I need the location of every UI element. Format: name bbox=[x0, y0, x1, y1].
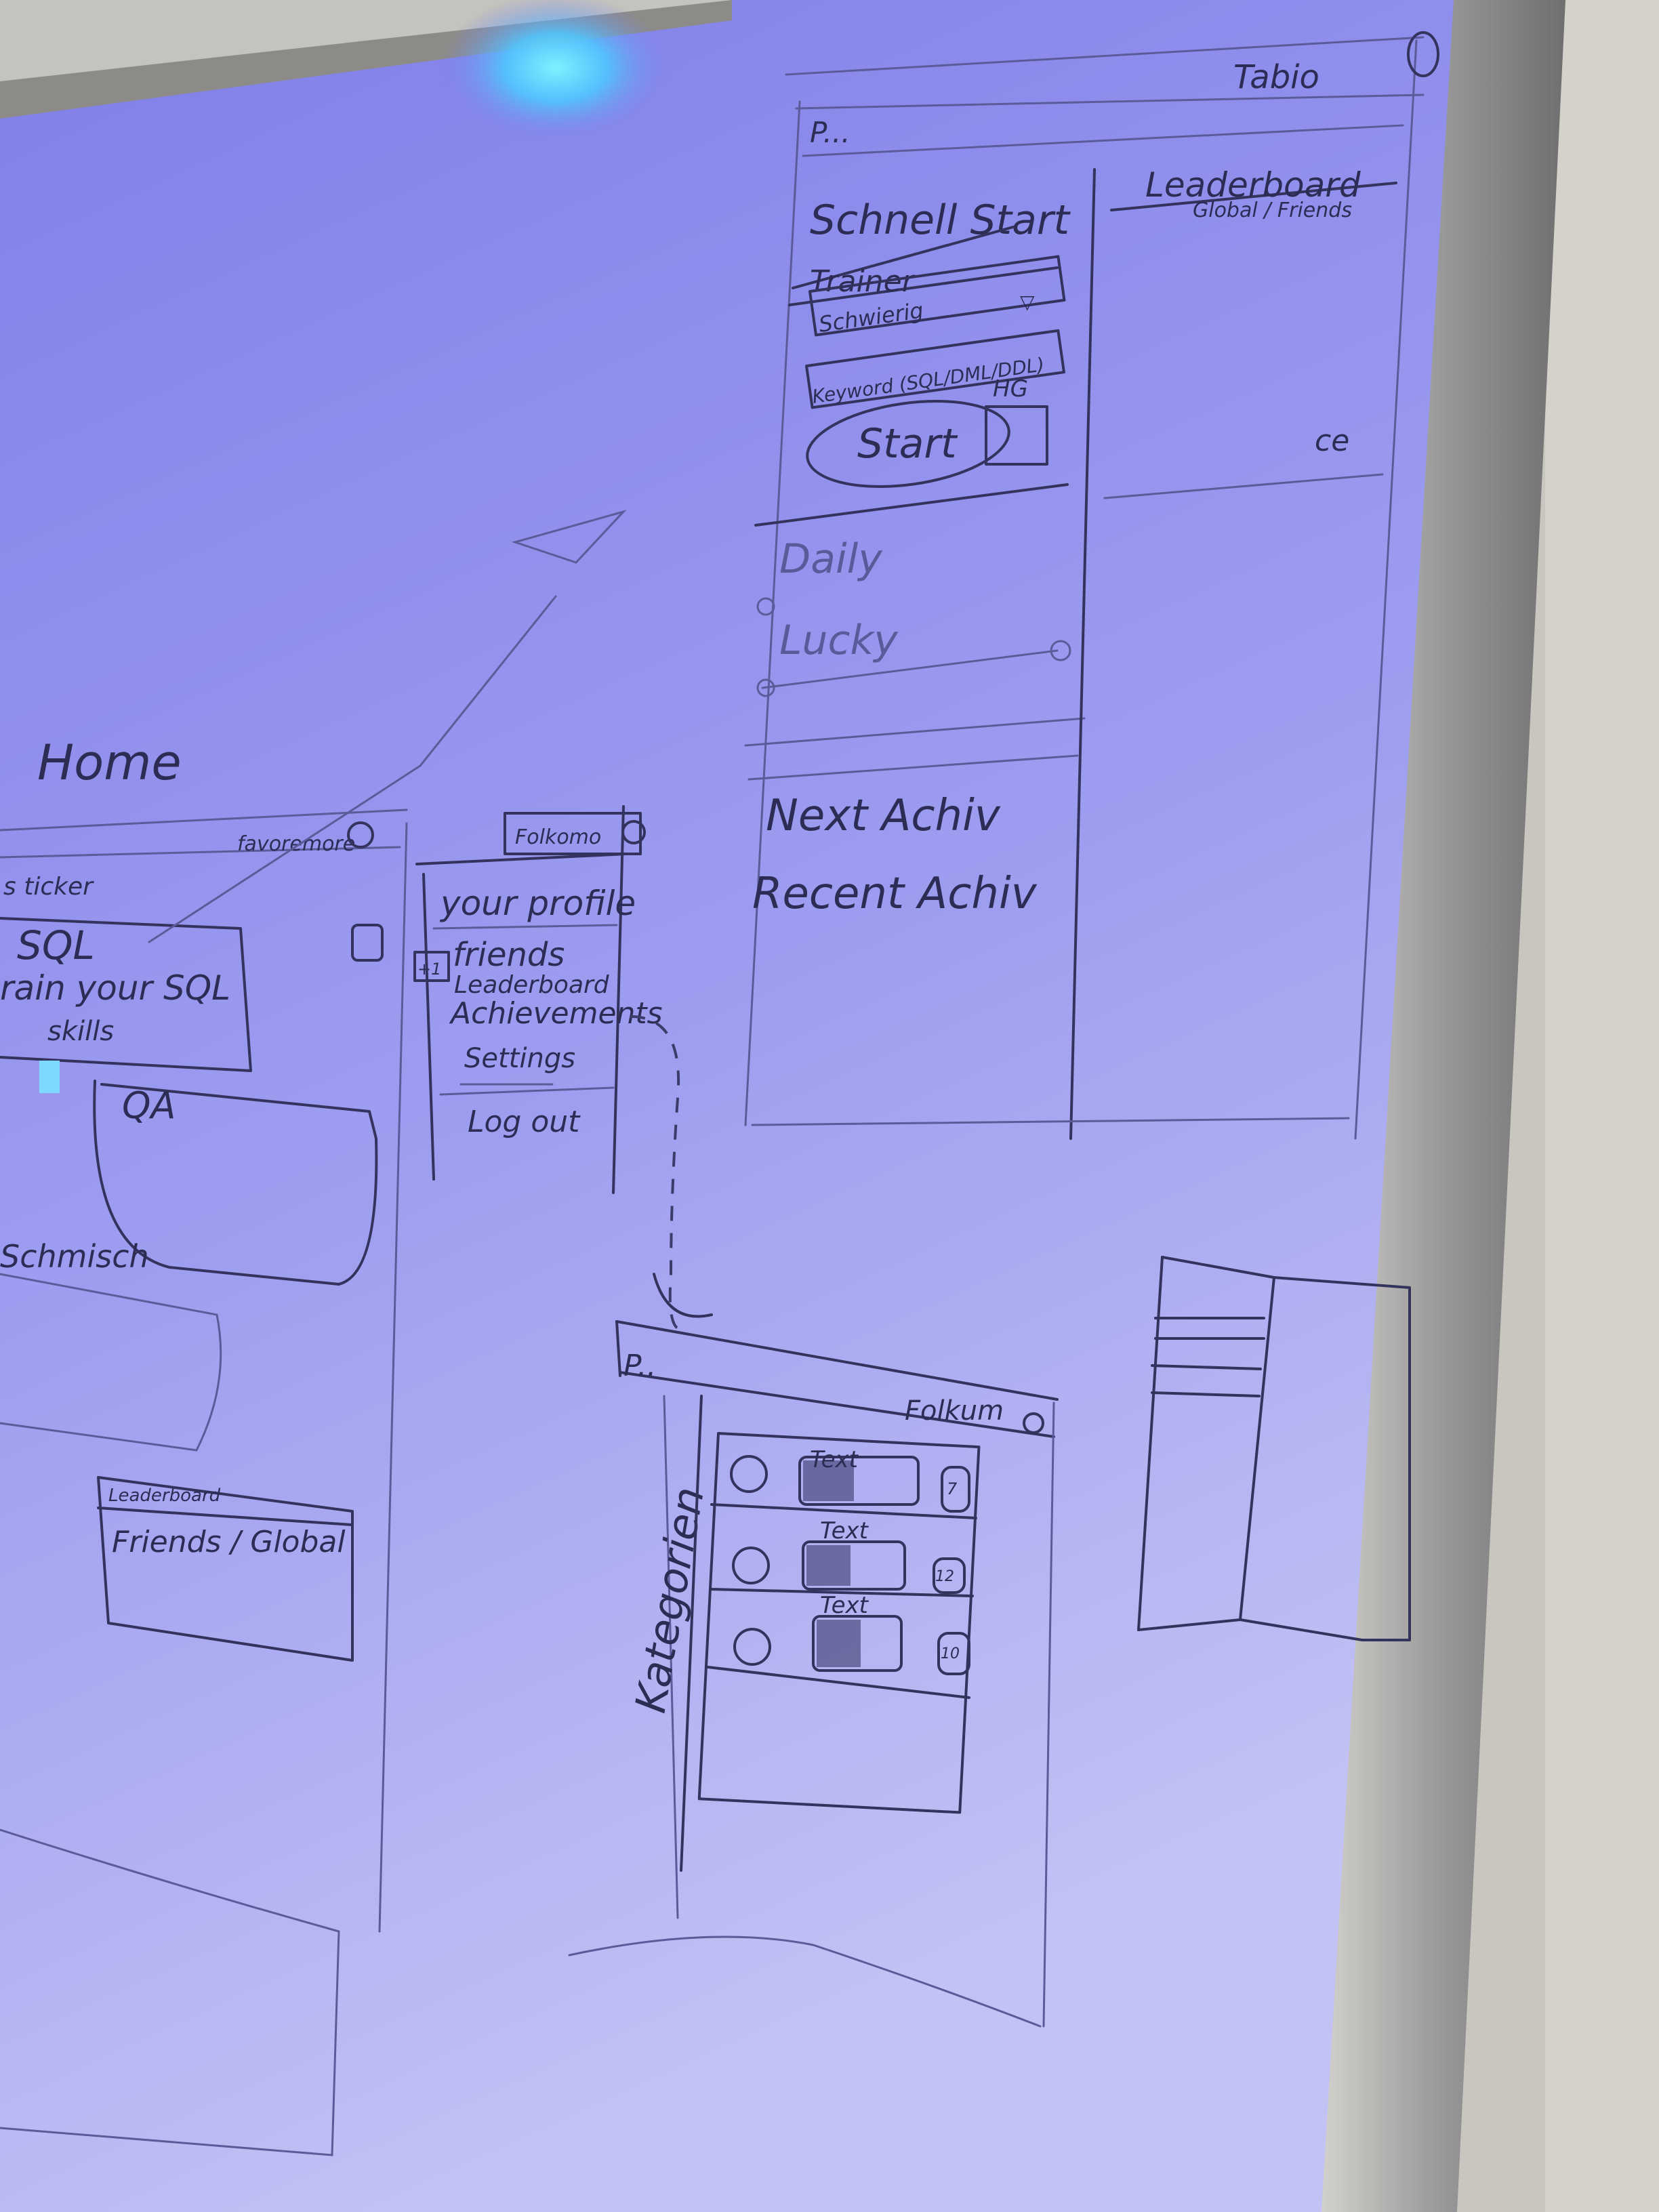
training-daily-label: Daily bbox=[779, 535, 883, 583]
training-lucky-slider-start bbox=[756, 678, 775, 697]
chevron-down-icon: ▽ bbox=[1020, 291, 1035, 313]
home-header-right: favoremore bbox=[237, 832, 355, 856]
category-text: Text bbox=[810, 1446, 859, 1473]
menu-line bbox=[1151, 1364, 1262, 1370]
category-icon bbox=[732, 1547, 770, 1584]
training-header-left: P... bbox=[810, 116, 851, 149]
menu-sketch: Folkomo your profile +1 friends Leaderbo… bbox=[413, 805, 713, 1330]
training-avatar-icon bbox=[1407, 31, 1439, 77]
category-progress-fill bbox=[806, 1545, 851, 1586]
category-icon bbox=[730, 1455, 768, 1493]
menu-header-box bbox=[504, 812, 642, 855]
home-alert-icon bbox=[351, 924, 384, 962]
menu-item-logout[interactable]: Log out bbox=[468, 1105, 581, 1139]
training-leaderboard-sub: Global / Friends bbox=[1193, 199, 1352, 222]
home-screen-sketch: Home favoremore s ticker SQL rain your S… bbox=[0, 510, 627, 2156]
categories-list bbox=[697, 1432, 981, 1814]
category-row[interactable]: Text 10 bbox=[707, 1592, 970, 1699]
training-next-achievement: Next Achiv bbox=[766, 791, 1001, 841]
category-badge: 10 bbox=[941, 1645, 960, 1662]
lamp-reflection bbox=[441, 0, 671, 142]
menu-header: Folkomo bbox=[515, 825, 601, 849]
home-badge-icon bbox=[347, 821, 374, 848]
training-daily-dot bbox=[756, 597, 775, 616]
category-icon bbox=[733, 1628, 771, 1666]
training-hg-label: HG bbox=[993, 375, 1028, 403]
menu-item-leaderboard[interactable]: Leaderboard bbox=[454, 971, 610, 999]
categories-header-left: P.. bbox=[623, 1349, 656, 1383]
category-text: Text bbox=[820, 1592, 869, 1619]
categories-avatar-icon bbox=[1023, 1412, 1044, 1434]
menu-line bbox=[1151, 1391, 1261, 1397]
home-card1-line2: rain your SQL bbox=[0, 968, 230, 1008]
menu-item-settings[interactable]: Settings bbox=[464, 1043, 575, 1074]
wall-light bbox=[1545, 0, 1659, 2212]
category-progress-fill bbox=[817, 1620, 861, 1667]
category-progress bbox=[802, 1540, 906, 1591]
board-surface bbox=[0, 0, 1454, 2212]
training-screen-sketch: P... Tabio Schnell Start Trainer Schwier… bbox=[744, 31, 1439, 1140]
category-badge-box bbox=[933, 1557, 966, 1594]
training-trainer-label: Trainer bbox=[810, 264, 916, 299]
menu-item-profile[interactable]: your profile bbox=[439, 884, 636, 923]
training-side-mark: ce bbox=[1315, 424, 1349, 458]
training-section-title: Schnell Start bbox=[810, 197, 1071, 244]
training-start-label: Start bbox=[857, 420, 958, 468]
category-row[interactable]: Text 12 bbox=[710, 1517, 974, 1597]
menu-plus-badge-box bbox=[413, 951, 450, 982]
category-badge-box bbox=[941, 1466, 970, 1513]
category-progress-fill bbox=[803, 1460, 854, 1501]
category-progress bbox=[798, 1456, 920, 1506]
home-title: Home bbox=[37, 734, 182, 791]
training-leaderboard-title: Leaderboard bbox=[1145, 165, 1361, 205]
board-frame bbox=[1308, 0, 1565, 2212]
training-lucky-label: Lucky bbox=[779, 617, 899, 664]
training-start-button[interactable] bbox=[802, 390, 1015, 499]
training-header-right: Tabio bbox=[1233, 58, 1319, 96]
category-row[interactable]: Text 7 bbox=[710, 1446, 977, 1519]
training-lucky-slider-handle[interactable] bbox=[1050, 640, 1071, 661]
home-leaderboard-title: Leaderboard bbox=[108, 1486, 221, 1506]
training-difficulty-field[interactable] bbox=[808, 255, 1066, 337]
home-card1-line1: SQL bbox=[17, 922, 95, 968]
category-badge: 7 bbox=[947, 1479, 958, 1498]
home-card2-label: QA bbox=[122, 1084, 176, 1127]
training-keyword-field[interactable] bbox=[805, 329, 1065, 409]
category-text: Text bbox=[820, 1517, 869, 1544]
category-badge: 12 bbox=[935, 1568, 954, 1585]
category-badge-box bbox=[937, 1632, 970, 1675]
home-leaderboard-body: Friends / Global bbox=[112, 1525, 346, 1559]
training-refresh-icon[interactable] bbox=[985, 405, 1048, 466]
menu-item-friends[interactable]: friends bbox=[453, 936, 565, 974]
home-ticker: s ticker bbox=[3, 873, 94, 901]
menu-item-achievements[interactable]: Achievements bbox=[449, 996, 663, 1031]
home-card3-label: Schmisch bbox=[0, 1238, 149, 1275]
category-progress bbox=[812, 1615, 903, 1672]
categories-header-right: Folkum bbox=[905, 1395, 1004, 1427]
home-card1-line3: skills bbox=[47, 1016, 114, 1047]
home-blue-marker bbox=[39, 1061, 60, 1093]
training-recent-achievement: Recent Achiv bbox=[752, 869, 1038, 919]
menu-plus-badge: +1 bbox=[417, 960, 441, 979]
drawer-sketch bbox=[1137, 1256, 1411, 1641]
